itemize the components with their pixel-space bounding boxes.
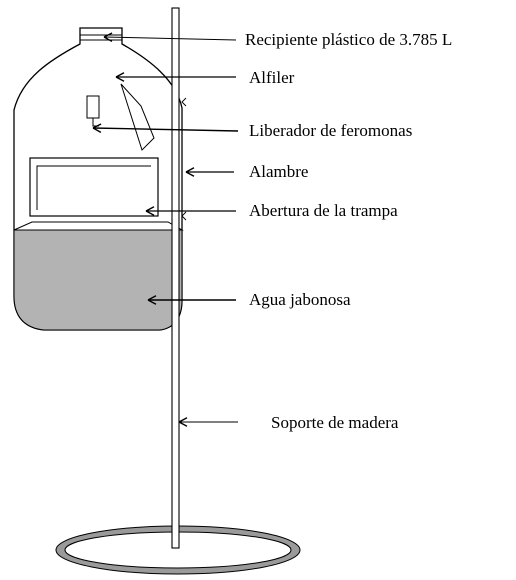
soapy-water [13,221,184,331]
label-support: Soporte de madera [271,413,399,432]
label-water: Agua jabonosa [249,290,351,309]
wooden-support [171,7,180,549]
label-pheromone: Liberador de feromonas [249,121,412,140]
bottle-cap [80,34,122,41]
label-container: Recipiente plástico de 3.785 L [245,30,452,49]
base-ring [55,525,301,575]
label-wire: Alambre [249,162,308,181]
wire-marks [181,97,187,221]
leader-arrows [92,32,239,427]
arrow-pheromone [92,123,239,133]
arrow-container [103,32,237,42]
label-opening: Abertura de la trampa [249,201,398,220]
labels: Recipiente plástico de 3.785 L Alfiler L… [245,30,452,432]
label-pin: Alfiler [249,68,295,87]
trap-opening [29,157,159,217]
